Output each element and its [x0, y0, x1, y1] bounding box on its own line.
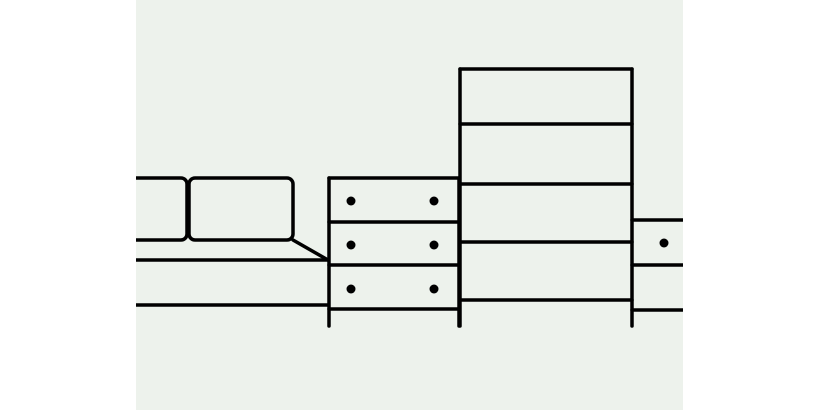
dresser-knob	[346, 284, 356, 294]
sofa-icon	[136, 176, 330, 307]
cabinet-knob	[659, 238, 669, 248]
dresser-knob	[429, 240, 439, 250]
dresser-knob	[346, 196, 356, 206]
dresser-knob	[429, 284, 439, 294]
dresser-knob	[429, 196, 439, 206]
cabinet-icon	[630, 218, 683, 312]
line-art	[136, 67, 683, 328]
bookshelf-icon	[458, 67, 634, 328]
knobs	[346, 196, 669, 294]
sofa-cushion-right	[187, 176, 295, 242]
illustration-panel	[136, 0, 683, 410]
sofa-cushion-left	[136, 176, 189, 242]
sofa-arm-slope	[291, 238, 330, 262]
dresser-knob	[346, 240, 356, 250]
